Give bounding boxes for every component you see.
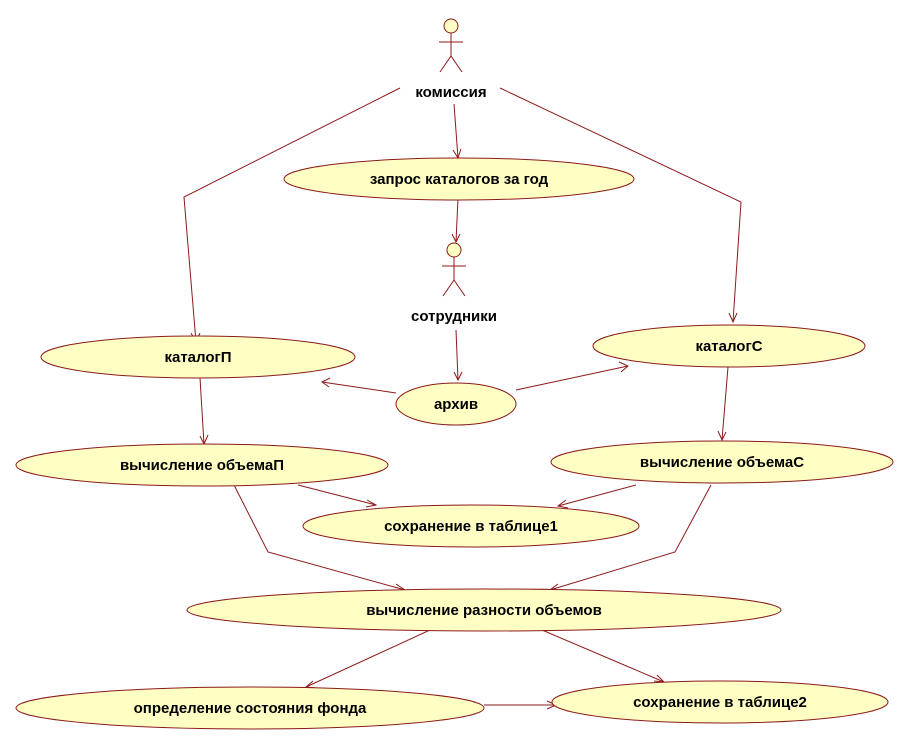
arrowhead-arhiv [453, 371, 463, 382]
usecase-tab1-shape [302, 504, 640, 548]
edge-zapros-sotrudniki [455, 197, 459, 243]
edge-raznost-tab2 [541, 629, 665, 683]
edge-komissiya-katalogP [183, 87, 401, 343]
usecase-katalogP-shape [40, 335, 356, 379]
arrowhead-vychC-tab1 [556, 499, 569, 509]
edge-katalogP-vychP [199, 377, 205, 445]
actor-sotrudniki[interactable]: сотрудники [411, 242, 497, 325]
actor-komissiya-head [443, 18, 459, 34]
arrowhead-vychP-tab1 [365, 499, 378, 508]
actor-komissiya-leg-right [450, 55, 463, 73]
arrowhead-arhiv-katalogC [618, 361, 629, 373]
actor-sotrudniki-leg-right [453, 279, 466, 297]
usecase-vychP-label: вычисление объемаП [120, 457, 284, 474]
usecase-zapros[interactable]: запрос каталогов за год [283, 157, 635, 201]
usecase-sostoyanie-shape [15, 686, 485, 730]
usecase-sostoyanie[interactable]: определение состояния фонда [15, 686, 485, 730]
usecase-raznost-label: вычисление разности объемов [366, 602, 602, 619]
usecase-katalogP[interactable]: каталогП [40, 335, 356, 379]
actor-sotrudniki-label: сотрудники [411, 308, 497, 325]
actor-sotrudniki-leg-left [442, 279, 455, 297]
edge-raznost-sostoyanie [305, 629, 431, 688]
actor-komissiya-label: комиссия [415, 84, 486, 101]
usecase-raznost[interactable]: вычисление разности объемов [186, 588, 782, 632]
edge-vychC-tab1 [557, 484, 637, 507]
usecase-vychC-shape [550, 440, 894, 484]
usecase-vychC[interactable]: вычисление объемаС [550, 440, 894, 484]
usecase-arhiv[interactable]: архив [395, 382, 517, 426]
edge-vychC-raznost [549, 484, 712, 591]
usecase-tab1-label: сохранение в таблице1 [384, 518, 558, 535]
edge-arhiv-katalogC [515, 365, 629, 391]
usecase-vychP[interactable]: вычисление объемаП [15, 443, 389, 487]
actor-sotrudniki-head [446, 242, 462, 258]
usecase-katalogC-label: каталогС [695, 338, 762, 355]
usecase-katalogC-shape [592, 324, 866, 368]
arrowhead-katalogC [728, 312, 738, 324]
usecase-vychP-shape [15, 443, 389, 487]
usecase-zapros-label: запрос каталогов за год [370, 171, 549, 188]
arrowhead-arhiv-katalogP [321, 377, 331, 388]
edge-vychP-raznost [233, 484, 406, 591]
actor-komissiya-leg-left [439, 55, 452, 73]
edge-vychP-tab1 [297, 484, 377, 506]
edge-katalogC-vychC [721, 366, 729, 441]
usecase-zapros-shape [283, 157, 635, 201]
arrowhead-sotrudniki [451, 233, 461, 244]
usecase-katalogP-label: каталогП [164, 349, 231, 366]
arrowhead-vychC [717, 430, 727, 442]
usecase-tab2-label: сохранение в таблице2 [633, 694, 807, 711]
edge-komissiya-zapros [453, 103, 459, 159]
usecase-arhiv-shape [395, 382, 517, 426]
edges [183, 87, 742, 706]
edge-arhiv-katalogP [321, 381, 397, 394]
usecase-raznost-shape [186, 588, 782, 632]
usecase-vychC-label: вычисление объемаС [640, 454, 804, 471]
edge-sotrudniki-arhiv [455, 329, 459, 381]
actor-komissiya[interactable]: комиссия [415, 18, 487, 101]
usecase-tab1[interactable]: сохранение в таблице1 [302, 504, 640, 548]
usecase-arhiv-label: архив [434, 396, 478, 413]
usecase-tab2[interactable]: сохранение в таблице2 [551, 680, 889, 724]
usecase-tab2-shape [551, 680, 889, 724]
usecase-katalogC[interactable]: каталогС [592, 324, 866, 368]
edge-komissiya-katalogC [499, 87, 742, 323]
usecase-sostoyanie-label: определение состояния фонда [134, 700, 367, 717]
